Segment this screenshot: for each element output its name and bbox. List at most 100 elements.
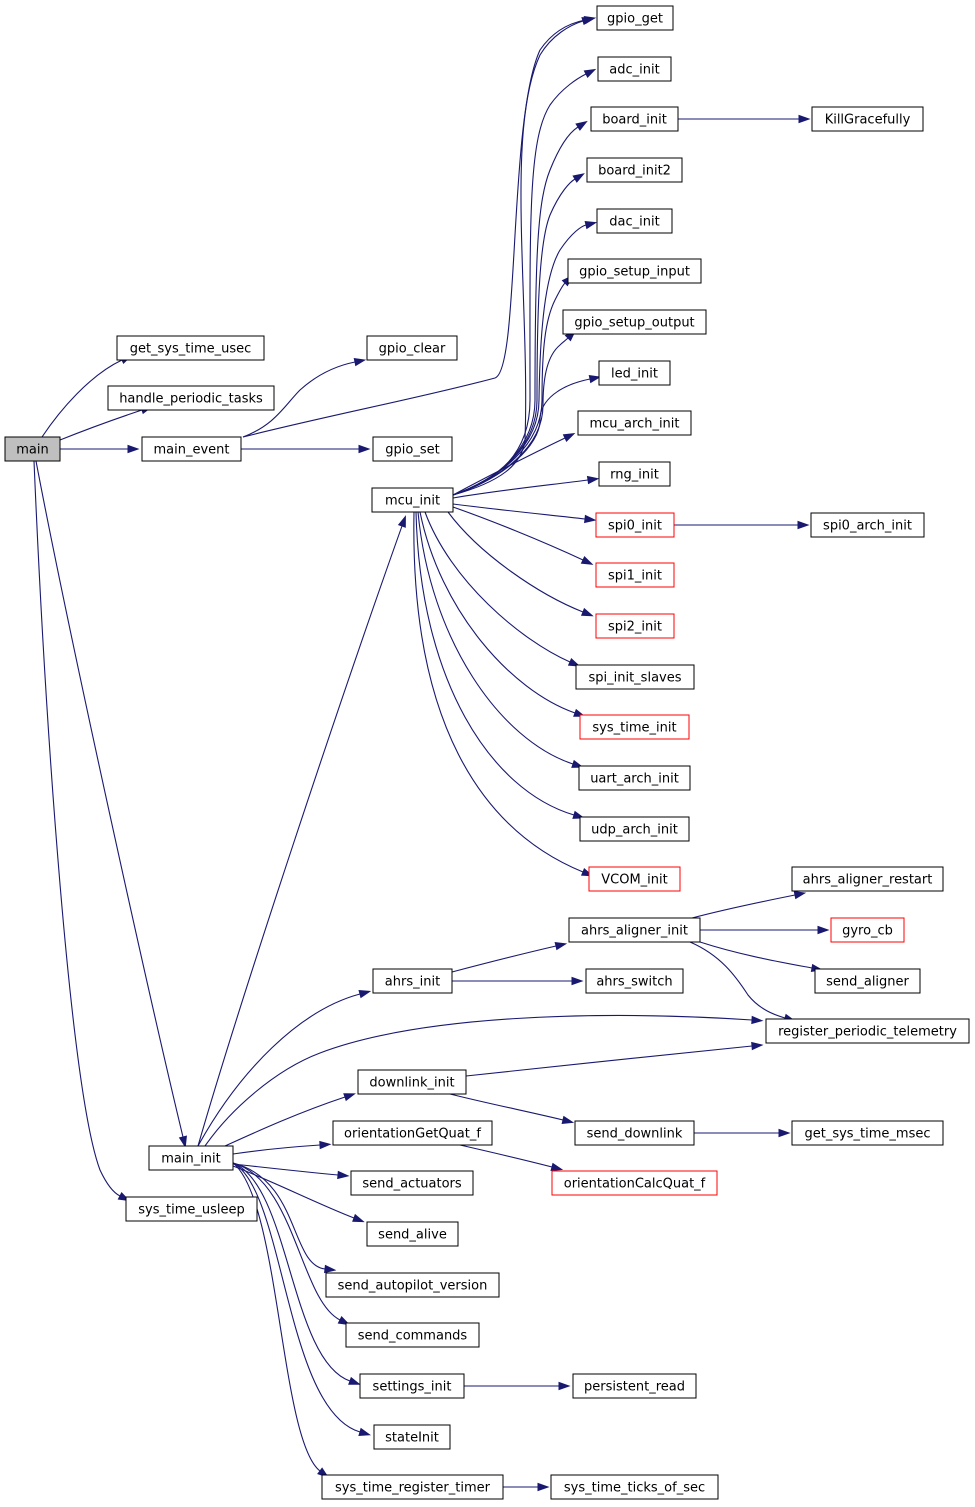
edge-line — [452, 224, 587, 496]
edge-line — [232, 1144, 321, 1155]
edge-main-init-to-ahrs-init — [197, 990, 372, 1147]
node-spi-init-slaves[interactable]: spi_init_slaves — [575, 664, 695, 690]
node-label: gyro_cb — [842, 924, 893, 939]
arrowhead — [397, 515, 406, 528]
node-sys-time-init[interactable]: sys_time_init — [579, 714, 690, 740]
node-label: get_sys_time_usec — [130, 342, 252, 357]
node-adc-init[interactable]: adc_init — [597, 56, 672, 82]
node-label: main — [16, 443, 48, 458]
node-killgracefully[interactable]: KillGracefully — [811, 106, 924, 132]
node-board-init[interactable]: board_init — [590, 106, 679, 132]
edge-ahrs-init-to-ahrs-aligner-init — [451, 942, 568, 973]
node-get-sys-time-usec[interactable]: get_sys_time_usec — [116, 335, 265, 361]
node-sys-time-ticks-of-sec[interactable]: sys_time_ticks_of_sec — [550, 1474, 719, 1500]
edge-line — [451, 945, 557, 973]
node-sys-time-usleep[interactable]: sys_time_usleep — [125, 1196, 258, 1222]
node-rng-init[interactable]: rng_init — [598, 461, 671, 487]
node-ahrs-init[interactable]: ahrs_init — [372, 968, 453, 994]
node-spi0-init[interactable]: spi0_init — [595, 512, 675, 538]
edge-line — [232, 1162, 326, 1270]
node-ahrs-aligner-init[interactable]: ahrs_aligner_init — [568, 917, 701, 943]
node-send-actuators[interactable]: send_actuators — [350, 1170, 474, 1196]
node-led-init[interactable]: led_init — [598, 360, 671, 386]
node-gpio-setup-input[interactable]: gpio_setup_input — [567, 258, 702, 284]
edge-downlink-init-to-register-periodic-telemetry — [465, 1041, 764, 1077]
node-gpio-get[interactable]: gpio_get — [596, 5, 674, 31]
node-gpio-set[interactable]: gpio_set — [372, 436, 453, 462]
node-persistent-read[interactable]: persistent_read — [572, 1373, 697, 1399]
node-ahrs-switch[interactable]: ahrs_switch — [585, 968, 684, 994]
node-spi2-init[interactable]: spi2_init — [595, 613, 675, 639]
arrowhead — [358, 444, 371, 454]
edge-main-event-to-gpio-clear — [242, 358, 367, 438]
node-label: VCOM_init — [601, 873, 667, 888]
node-uart-arch-init[interactable]: uart_arch_init — [578, 765, 691, 791]
node-send-alive[interactable]: send_alive — [366, 1221, 459, 1247]
edge-line — [232, 1163, 339, 1176]
node-ahrs-aligner-restart[interactable]: ahrs_aligner_restart — [791, 866, 944, 892]
node-label: spi2_init — [608, 620, 662, 635]
edge-line — [452, 437, 566, 496]
arrowhead — [778, 1128, 791, 1138]
arrowhead — [348, 1376, 361, 1385]
edge-mcu-init-to-vcom-init — [413, 511, 594, 877]
node-orientationcalcquat-f[interactable]: orientationCalcQuat_f — [551, 1170, 718, 1196]
edge-line — [452, 503, 586, 520]
node-get-sys-time-msec[interactable]: get_sys_time_msec — [791, 1120, 944, 1146]
node-label: gpio_set — [385, 443, 439, 458]
node-sys-time-register-timer[interactable]: sys_time_register_timer — [321, 1474, 504, 1500]
edge-line — [699, 941, 813, 969]
node-vcom-init[interactable]: VCOM_init — [588, 866, 681, 892]
edge-line — [465, 1045, 753, 1077]
edge-main-to-handle-periodic-tasks — [59, 406, 153, 441]
edge-main-init-to-downlink-init — [224, 1093, 356, 1147]
node-gpio-clear[interactable]: gpio_clear — [366, 335, 458, 361]
node-label: sys_time_init — [592, 721, 676, 736]
edge-settings-init-to-persistent-read — [464, 1381, 571, 1391]
node-send-aligner[interactable]: send_aligner — [814, 968, 921, 994]
edge-line — [33, 460, 121, 1197]
node-label: orientationCalcQuat_f — [564, 1177, 706, 1192]
edge-line — [417, 511, 574, 765]
node-udp-arch-init[interactable]: udp_arch_init — [579, 816, 690, 842]
arrowhead — [127, 444, 140, 454]
arrowhead — [797, 520, 810, 530]
node-label: settings_init — [373, 1380, 452, 1395]
arrowhead — [352, 1213, 365, 1223]
arrowhead — [567, 657, 581, 667]
node-board-init2[interactable]: board_init2 — [586, 157, 683, 183]
node-dac-init[interactable]: dac_init — [596, 208, 673, 234]
call-edges — [33, 16, 830, 1492]
arrowhead — [178, 1135, 187, 1149]
node-downlink-init[interactable]: downlink_init — [357, 1069, 467, 1095]
arrowhead — [581, 17, 595, 26]
node-label: send_aligner — [826, 975, 909, 990]
node-gpio-setup-output[interactable]: gpio_setup_output — [562, 309, 707, 335]
node-label: mcu_arch_init — [589, 417, 679, 432]
node-spi1-init[interactable]: spi1_init — [595, 562, 675, 588]
node-orientationgetquat-f[interactable]: orientationGetQuat_f — [332, 1120, 493, 1146]
node-mcu-arch-init[interactable]: mcu_arch_init — [577, 410, 692, 436]
node-label: send_commands — [358, 1329, 468, 1344]
edge-main-to-sys-time-usleep — [33, 460, 131, 1202]
node-label: downlink_init — [369, 1076, 454, 1091]
node-stateinit[interactable]: stateInit — [373, 1424, 451, 1450]
node-label: led_init — [611, 367, 658, 382]
node-label: send_alive — [378, 1228, 447, 1243]
edge-line — [232, 1162, 321, 1472]
edge-line — [424, 511, 571, 663]
node-spi0-arch-init[interactable]: spi0_arch_init — [810, 512, 925, 538]
node-main-init[interactable]: main_init — [148, 1145, 234, 1171]
node-gyro-cb[interactable]: gyro_cb — [830, 917, 905, 943]
node-register-periodic-telemetry[interactable]: register_periodic_telemetry — [765, 1018, 970, 1044]
node-label: send_downlink — [587, 1127, 683, 1142]
edge-mcu-init-to-gpio-setup-output — [452, 329, 577, 496]
node-main-event[interactable]: main_event — [141, 436, 242, 462]
node-send-autopilot-version[interactable]: send_autopilot_version — [325, 1272, 500, 1298]
node-mcu-init[interactable]: mcu_init — [371, 487, 454, 513]
node-send-commands[interactable]: send_commands — [345, 1322, 480, 1348]
edge-mcu-init-to-uart-arch-init — [417, 511, 584, 768]
node-handle-periodic-tasks[interactable]: handle_periodic_tasks — [107, 385, 275, 411]
node-settings-init[interactable]: settings_init — [359, 1373, 465, 1399]
node-send-downlink[interactable]: send_downlink — [574, 1120, 695, 1146]
